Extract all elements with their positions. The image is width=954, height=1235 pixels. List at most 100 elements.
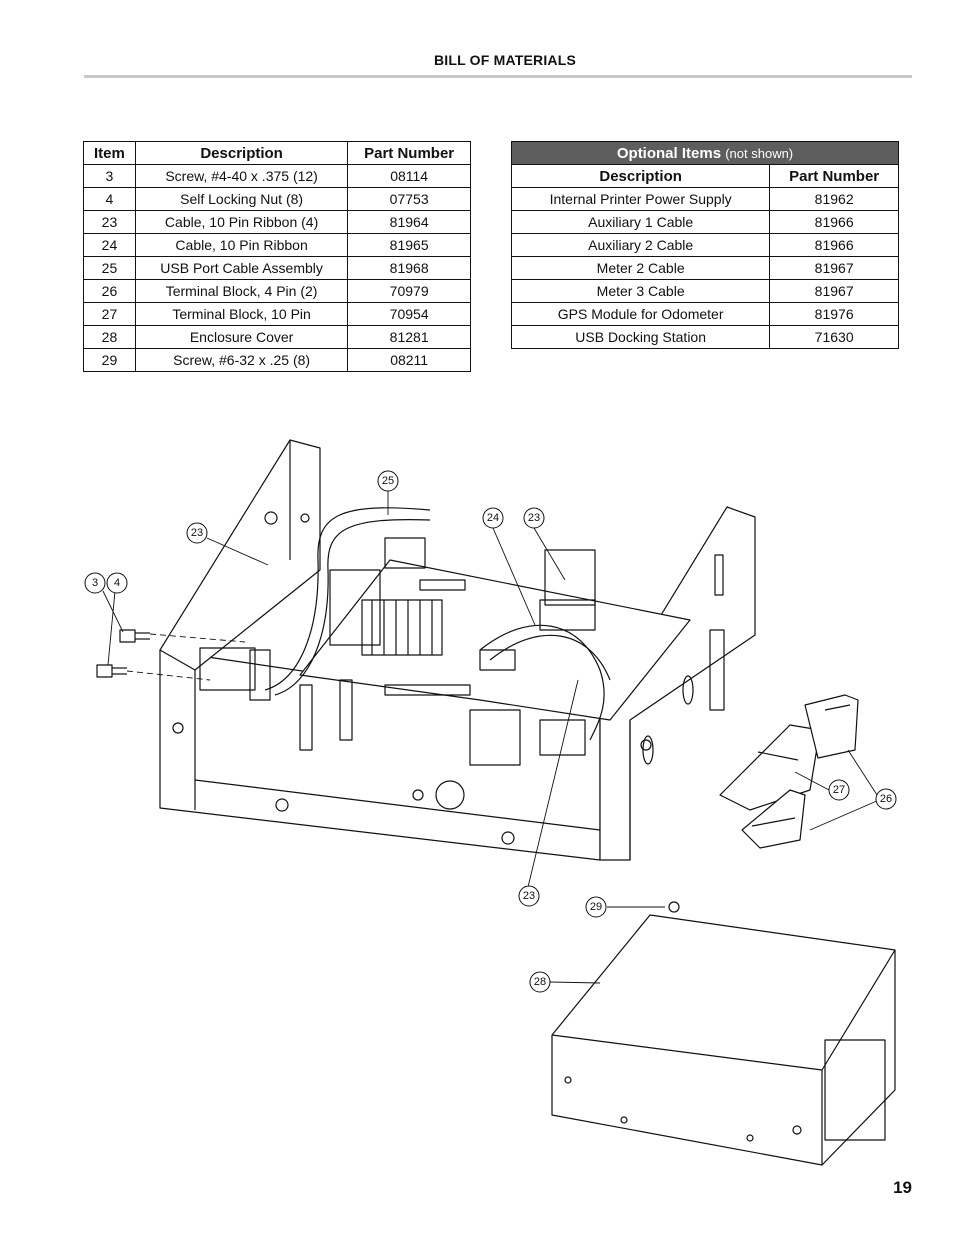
optional-table-cell: 81967 <box>769 256 899 280</box>
items-table-cell: 26 <box>83 279 136 303</box>
optional-table-cell: Meter 2 Cable <box>510 256 771 280</box>
ribbon-cables <box>479 549 611 756</box>
svg-text:23: 23 <box>523 890 535 902</box>
items-table-cell: 29 <box>83 348 136 372</box>
optional-table-cell: GPS Module for Odometer <box>510 302 771 326</box>
column-header-part-number: Part Number <box>769 164 899 188</box>
callout-23-top: 23 <box>523 507 545 529</box>
callout-3: 3 <box>84 572 106 594</box>
optional-items-title-row: Optional Items (not shown) <box>511 141 899 165</box>
svg-text:28: 28 <box>534 976 546 988</box>
svg-text:26: 26 <box>880 793 892 805</box>
callout-28: 28 <box>529 971 551 993</box>
page-title: BILL OF MATERIALS <box>433 52 577 68</box>
optional-table-cell: 81976 <box>769 302 899 326</box>
items-table-cell: 4 <box>83 187 136 211</box>
items-table-header-row: Item Description Part Number <box>83 141 471 165</box>
usb-cable-assembly <box>199 507 431 701</box>
optional-table-cell: 81962 <box>769 187 899 211</box>
callout-23-left: 23 <box>186 522 208 544</box>
optional-table-cell: 81967 <box>769 279 899 303</box>
items-table-cell: Self Locking Nut (8) <box>134 187 349 211</box>
items-table-cell: Terminal Block, 10 Pin <box>134 302 349 326</box>
svg-text:25: 25 <box>382 475 394 487</box>
items-table-cell: 70979 <box>347 279 471 303</box>
header-rule <box>84 75 912 78</box>
items-table-cell: 81964 <box>347 210 471 234</box>
callout-26: 26 <box>875 788 897 810</box>
optional-table-cell: USB Docking Station <box>510 325 771 349</box>
items-table-cell: Screw, #6-32 x .25 (8) <box>134 348 349 372</box>
exploded-assembly-diagram: 25 23 24 23 3 4 27 26 23 29 28 <box>84 439 897 1166</box>
optional-items-title-text: Optional Items <box>616 144 722 162</box>
svg-text:23: 23 <box>528 512 540 524</box>
column-header-description: Description <box>134 141 349 165</box>
enclosure-cover <box>551 901 896 1166</box>
items-table-cell: 24 <box>83 233 136 257</box>
screws <box>96 629 150 678</box>
optional-items-title-note: (not shown) <box>725 145 794 161</box>
optional-items-title: Optional Items (not shown) <box>511 141 899 165</box>
items-table-cell: 08211 <box>347 348 471 372</box>
svg-text:23: 23 <box>191 527 203 539</box>
items-table-cell: 28 <box>83 325 136 349</box>
items-table-cell: Screw, #4-40 x .375 (12) <box>134 164 349 188</box>
items-table-cell: 27 <box>83 302 136 326</box>
items-table-cell: Enclosure Cover <box>134 325 349 349</box>
svg-text:24: 24 <box>487 512 499 524</box>
items-table-cell: USB Port Cable Assembly <box>134 256 349 280</box>
svg-text:27: 27 <box>833 784 845 796</box>
optional-table-cell: Internal Printer Power Supply <box>510 187 771 211</box>
callout-25: 25 <box>377 470 399 492</box>
items-table-cell: Cable, 10 Pin Ribbon (4) <box>134 210 349 234</box>
items-table-cell: 25 <box>83 256 136 280</box>
chassis-base <box>159 439 756 861</box>
terminal-blocks <box>719 694 859 849</box>
items-table-cell: 81281 <box>347 325 471 349</box>
optional-table-cell: Auxiliary 1 Cable <box>510 210 771 234</box>
items-table-cell: 3 <box>83 164 136 188</box>
optional-table-header-row: Description Part Number <box>510 164 899 188</box>
items-table-cell: Cable, 10 Pin Ribbon <box>134 233 349 257</box>
leader-lines <box>102 491 880 984</box>
callout-29: 29 <box>585 896 607 918</box>
svg-text:3: 3 <box>92 577 98 589</box>
optional-table-cell: 81966 <box>769 233 899 257</box>
items-table-cell: 23 <box>83 210 136 234</box>
column-header-part-number: Part Number <box>347 141 471 165</box>
optional-table-cell: Auxiliary 2 Cable <box>510 233 771 257</box>
column-header-description: Description <box>510 164 771 188</box>
column-header-item: Item <box>83 141 136 165</box>
optional-table-cell: 81966 <box>769 210 899 234</box>
items-table-cell: 81965 <box>347 233 471 257</box>
callout-24: 24 <box>482 507 504 529</box>
items-table-cell: 07753 <box>347 187 471 211</box>
optional-table-cell: Meter 3 Cable <box>510 279 771 303</box>
items-table-cell: 08114 <box>347 164 471 188</box>
page-number: 19 <box>893 1178 912 1197</box>
callout-27: 27 <box>828 779 850 801</box>
svg-text:29: 29 <box>590 901 602 913</box>
optional-items-table: Optional Items (not shown) Description P… <box>510 141 899 349</box>
callout-23-bottom: 23 <box>518 885 540 907</box>
items-table-cell: 81968 <box>347 256 471 280</box>
svg-text:4: 4 <box>114 577 120 589</box>
items-table-cell: Terminal Block, 4 Pin (2) <box>134 279 349 303</box>
